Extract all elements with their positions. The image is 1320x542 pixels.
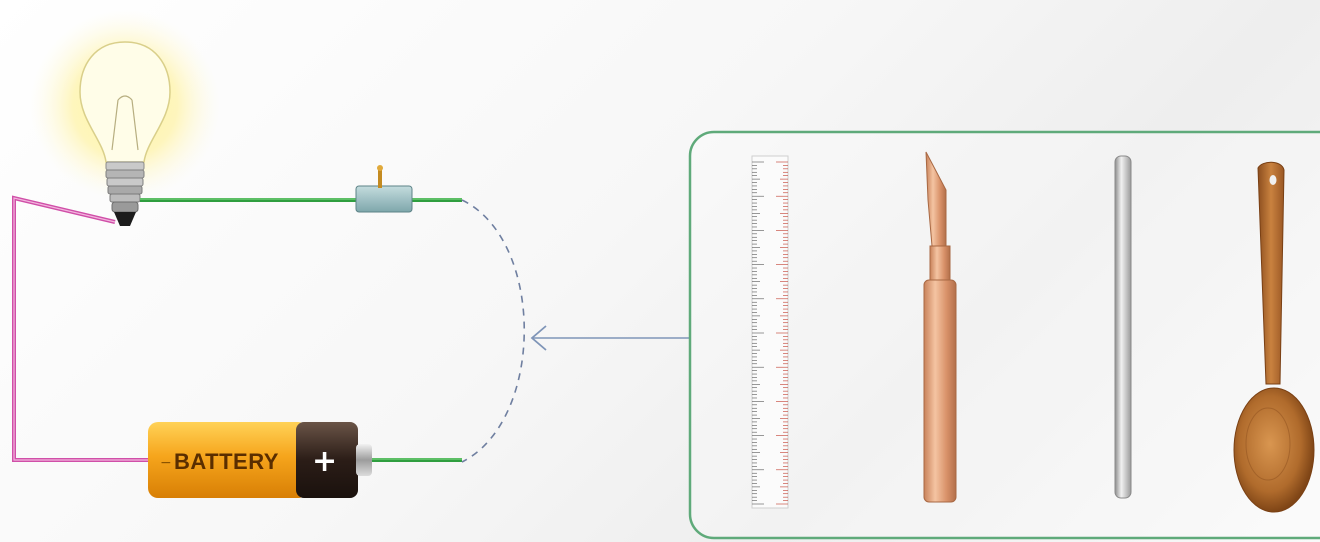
battery-cap xyxy=(296,422,358,498)
arrow-icon xyxy=(530,325,690,351)
metal-rod-icon xyxy=(1114,155,1132,499)
battery-label: BATTERY xyxy=(174,449,279,474)
gap-dashed-line xyxy=(461,199,526,463)
battery-terminal xyxy=(356,444,372,476)
switch-icon xyxy=(355,165,413,213)
light-bulb-icon xyxy=(30,10,220,226)
battery-negative-symbol: − xyxy=(160,455,172,471)
wooden-spoon-icon xyxy=(1233,161,1315,513)
test-objects-panel xyxy=(688,130,1320,540)
circuit-wires xyxy=(12,195,462,462)
battery-body xyxy=(148,422,308,498)
battery: − BATTERY + xyxy=(148,422,372,498)
ruler-icon xyxy=(751,155,789,509)
battery-positive-symbol: + xyxy=(312,444,337,479)
copper-bar-icon xyxy=(923,151,957,503)
